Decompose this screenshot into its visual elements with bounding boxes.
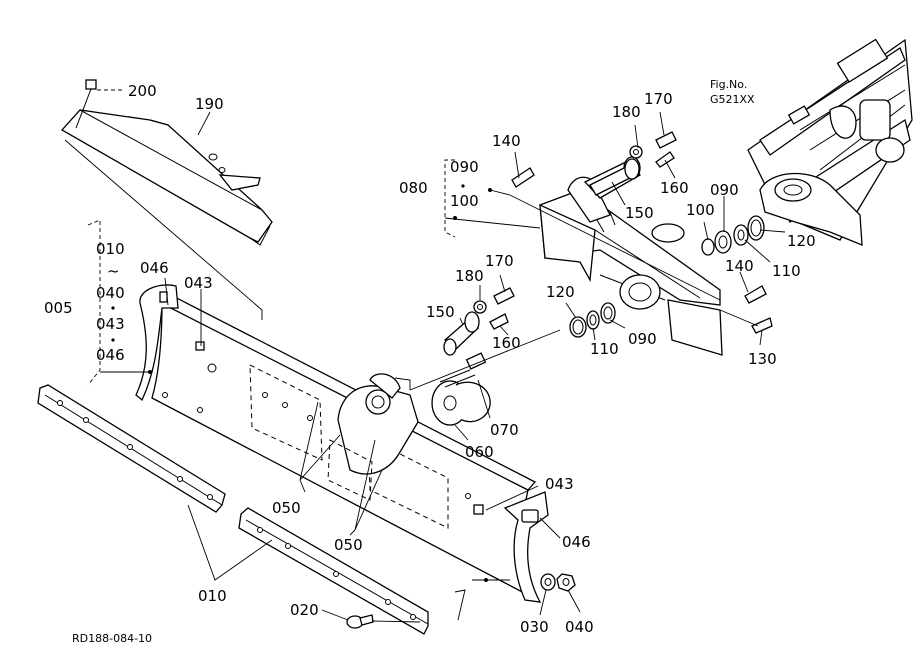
label-090-right: 090 <box>710 181 739 199</box>
label-190: 190 <box>195 95 224 113</box>
label-046-group: 046 <box>96 346 125 364</box>
label-160-top: 160 <box>660 179 689 197</box>
label-200: 200 <box>128 82 157 100</box>
label-020: 020 <box>290 601 319 619</box>
label-050-a: 050 <box>272 499 301 517</box>
bushing-stack-mid <box>569 302 616 338</box>
drawing-id: RD188-084-10 <box>72 632 152 645</box>
label-130: 130 <box>748 350 777 368</box>
label-100-right: 100 <box>686 201 715 219</box>
label-150-top: 150 <box>625 204 654 222</box>
top-shield-190 <box>60 79 273 246</box>
reference-dots <box>111 184 492 582</box>
label-046-left: 046 <box>140 259 169 277</box>
label-040-group: 040 <box>96 284 125 302</box>
tractor-frame <box>747 38 913 246</box>
label-050-b: 050 <box>334 536 363 554</box>
label-060: 060 <box>465 443 494 461</box>
label-030: 030 <box>520 618 549 636</box>
label-080: 080 <box>399 179 428 197</box>
callout-labels: 200 190 010 ~ 040 043 046 005 046 043 Fi… <box>44 78 816 645</box>
fig-no-label: Fig.No. <box>710 78 747 91</box>
label-040-bottom: 040 <box>565 618 594 636</box>
label-043-right: 043 <box>545 475 574 493</box>
label-170-top: 170 <box>644 90 673 108</box>
label-140-right: 140 <box>725 257 754 275</box>
hardware-bottom <box>346 573 576 629</box>
label-090-mid: 090 <box>628 330 657 348</box>
label-170-mid: 170 <box>485 252 514 270</box>
label-180-top: 180 <box>612 103 641 121</box>
label-005: 005 <box>44 299 73 317</box>
blade-005 <box>135 284 549 603</box>
label-150-mid: 150 <box>426 303 455 321</box>
label-100-group: 100 <box>450 192 479 210</box>
pin-150-top <box>511 131 677 196</box>
label-043-group: 043 <box>96 315 125 333</box>
label-010-group: 010 <box>96 240 125 258</box>
label-043-left: 043 <box>184 274 213 292</box>
bushing-stack-right <box>701 215 773 334</box>
label-tilde: ~ <box>107 262 120 280</box>
label-120-mid: 120 <box>546 283 575 301</box>
label-090-group: 090 <box>450 158 479 176</box>
label-110-right: 110 <box>772 262 801 280</box>
leader-lines <box>64 89 786 623</box>
label-070: 070 <box>490 421 519 439</box>
label-160-mid: 160 <box>492 334 521 352</box>
pin-150-mid <box>443 287 515 356</box>
label-140-top: 140 <box>492 132 521 150</box>
fig-no-value: G521XX <box>710 93 755 106</box>
label-046-right: 046 <box>562 533 591 551</box>
label-180-mid: 180 <box>455 267 484 285</box>
label-110-mid: 110 <box>590 340 619 358</box>
cutting-edges-010 <box>37 384 429 635</box>
label-010-bottom: 010 <box>198 587 227 605</box>
label-120-right: 120 <box>787 232 816 250</box>
